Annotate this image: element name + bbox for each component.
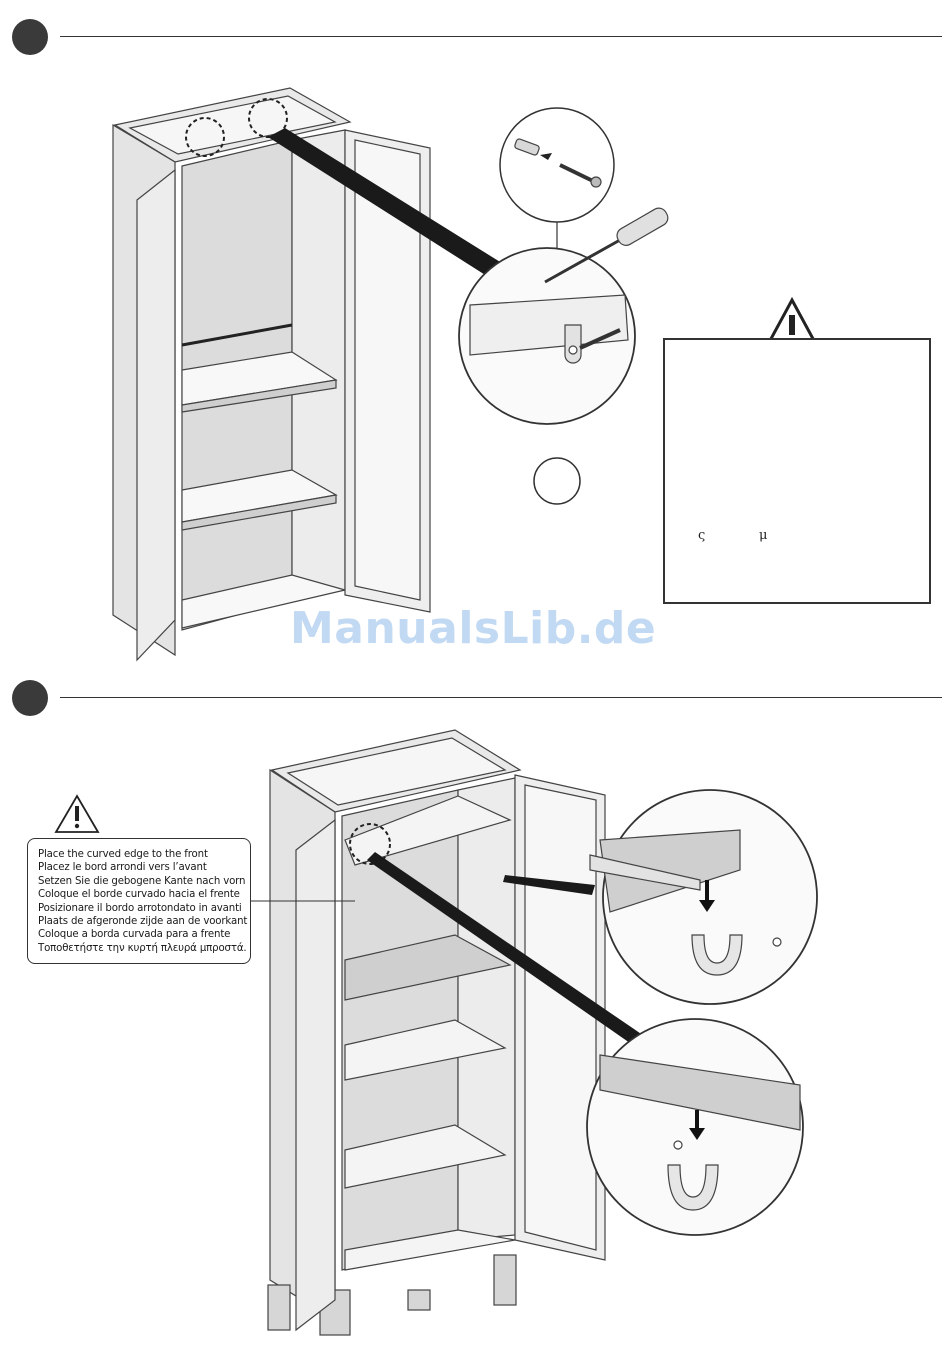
note-line-de: Setzen Sie die gebogene Kante nach vorn (38, 875, 246, 887)
hardware-detail (499, 107, 615, 252)
warning-glyph-2: μ (759, 528, 768, 543)
dowel-icon (514, 138, 540, 156)
cabinet-step-2 (267, 729, 606, 1336)
note-line-es: Coloque el borde curvado hacia el frente (38, 889, 240, 901)
shelf-clip-icon (667, 1164, 719, 1211)
step-1-marker (12, 19, 48, 55)
detail-marker-circle (533, 457, 581, 505)
magnified-shelf-clip-2 (586, 1018, 804, 1236)
warning-triangle-icon (54, 794, 100, 833)
note-line-fr: Placez le bord arrondi vers l’avant (38, 862, 207, 874)
cabinet-step-1 (112, 87, 431, 662)
zoom-callout-beam (268, 128, 505, 278)
magnified-top-detail (458, 207, 669, 425)
shelf-clip-icon (691, 934, 743, 976)
note-line-el: Τοποθετήστε την κυρτή πλευρά μπροστά. (38, 942, 247, 954)
arrow-down-icon (689, 1110, 705, 1140)
step-2-marker (12, 680, 48, 716)
shelf-orientation-note: Place the curved edge to the front Place… (27, 838, 251, 964)
step-1-rule (60, 36, 942, 37)
note-line-nl: Plaats de afgeronde zijde aan de voorkan… (38, 916, 248, 928)
note-line-en: Place the curved edge to the front (38, 849, 208, 860)
note-line-pt: Coloque a borda curvada para a frente (38, 929, 231, 941)
screwdriver-icon (544, 207, 669, 284)
watermark-text: ManualsLib.de (290, 603, 657, 654)
warning-glyph-1: ς (698, 528, 706, 543)
step-2-rule (60, 697, 942, 698)
arrow-down-icon (699, 880, 715, 912)
warning-text-box: ς μ (663, 338, 931, 604)
screw-icon (559, 163, 602, 188)
magnified-shelf-clip-1 (589, 789, 818, 1005)
note-line-it: Posizionare il bordo arrotondato in avan… (38, 902, 242, 914)
